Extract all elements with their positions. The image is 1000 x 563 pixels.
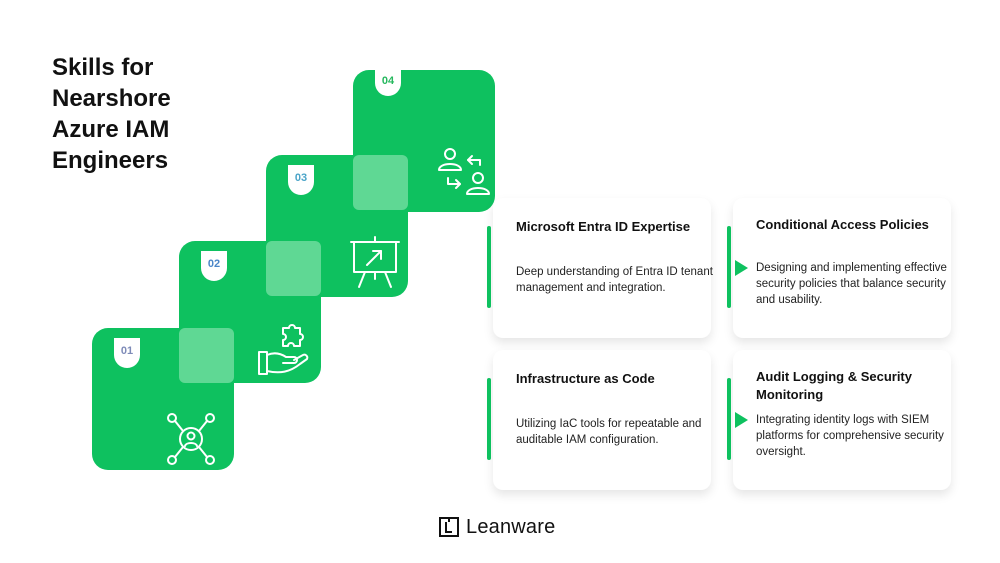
skill-card-audit-logging: Audit Logging & Security Monitoring Inte… [727, 350, 951, 490]
card-title: Infrastructure as Code [516, 371, 655, 386]
title-line: Engineers [52, 147, 169, 174]
step-number-01: 01 [114, 338, 140, 368]
skill-card-conditional-access: Conditional Access Policies Designing an… [727, 198, 951, 338]
step-number-02: 02 [201, 251, 227, 281]
step-number-04: 04 [375, 70, 401, 96]
card-title: Microsoft Entra ID Expertise [516, 219, 691, 234]
card-title: Conditional Access Policies [756, 217, 929, 232]
card-pointer [735, 260, 748, 276]
card-accent-bar [727, 226, 731, 308]
user-exchange-icon [438, 148, 490, 195]
logo-wordmark: Leanware [466, 515, 556, 538]
leanware-logo: Leanware [438, 515, 555, 539]
card-description: Integrating identity logs with SIEM plat… [756, 414, 944, 458]
leanware-logo-icon [439, 517, 459, 537]
skill-card-entra-id: Microsoft Entra ID Expertise Deep unders… [487, 198, 713, 338]
hand-puzzle-icon [258, 324, 309, 375]
title-line: Nearshore [52, 85, 171, 112]
tile-overlap [353, 155, 408, 210]
title-line: Skills for [52, 54, 154, 81]
presentation-board-icon [350, 236, 400, 288]
skill-card-iac: Infrastructure as Code Utilizing IaC too… [487, 350, 711, 490]
card-description: Deep understanding of Entra ID tenant ma… [516, 266, 713, 294]
network-user-icon [167, 413, 215, 465]
card-description: Designing and implementing effective sec… [756, 262, 947, 306]
card-description: Utilizing IaC tools for repeatable and a… [516, 418, 702, 446]
tile-overlap [179, 328, 234, 383]
card-title: Audit Logging & Security Monitoring [756, 369, 912, 402]
card-accent-bar [727, 378, 731, 460]
tile-overlap [266, 241, 321, 296]
title-line: Azure IAM [52, 116, 170, 143]
card-accent-bar [487, 378, 491, 460]
step-number-03: 03 [288, 165, 314, 195]
card-pointer [735, 412, 748, 428]
card-accent-bar [487, 226, 491, 308]
page-title: Skills for Nearshore Azure IAM Engineers [52, 52, 252, 176]
